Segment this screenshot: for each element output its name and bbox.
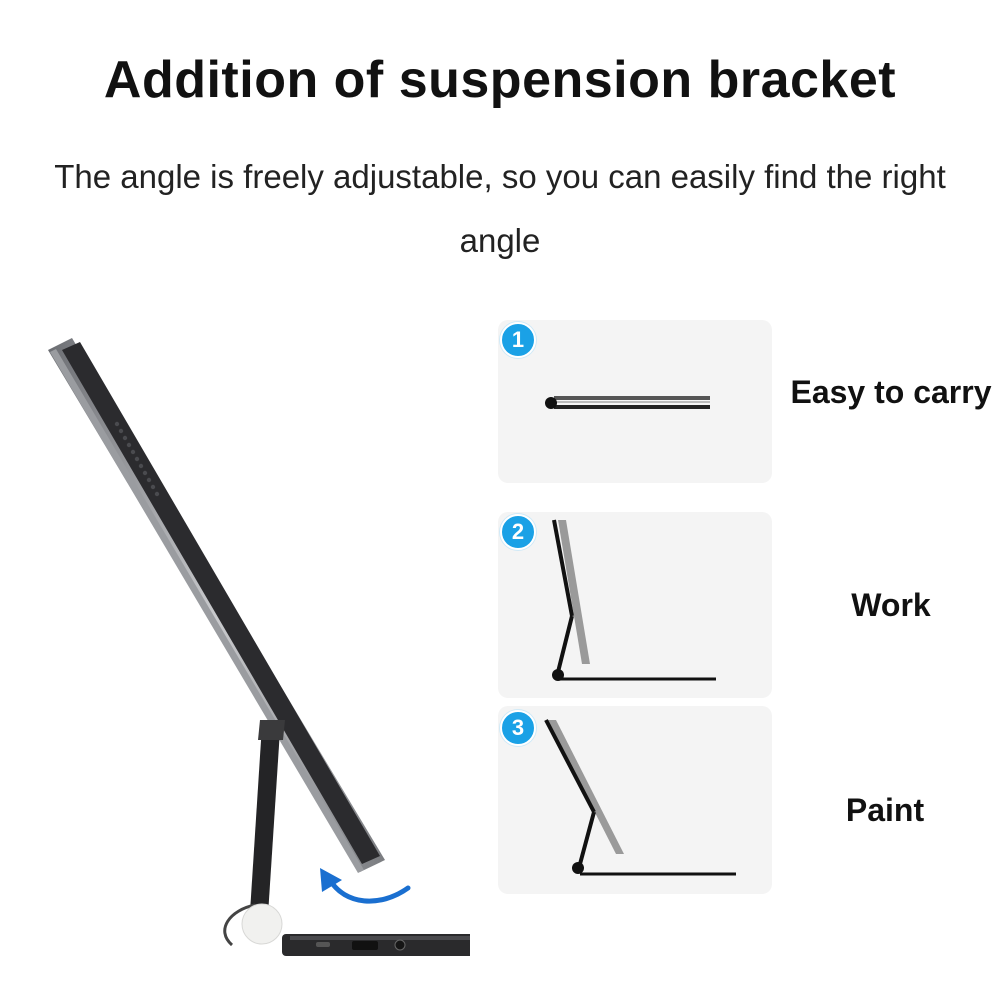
upright-stand-icon xyxy=(552,519,716,681)
bracket-arm-icon xyxy=(223,720,285,947)
step-number-badge: 1 xyxy=(500,322,536,358)
step-number-badge: 2 xyxy=(500,514,536,550)
keyboard-base-icon xyxy=(282,934,470,956)
mode-panel-paint: 3 xyxy=(498,706,772,894)
mode-label-work: Work xyxy=(851,587,931,623)
mode-panel-easy-to-carry: 1 xyxy=(498,320,772,483)
mode-label-easy-to-carry: Easy to carry xyxy=(790,374,992,410)
mode-label-paint: Paint xyxy=(845,792,925,828)
page-title: Addition of suspension bracket xyxy=(103,51,897,109)
tablet-stand-illustration xyxy=(48,338,470,956)
step-number-badge: 3 xyxy=(500,710,536,746)
tablet-icon xyxy=(48,338,385,873)
rotate-arrow-icon xyxy=(320,868,411,904)
folded-flat-icon xyxy=(545,396,710,409)
tilted-stand-icon xyxy=(544,719,736,876)
mode-panel-work: 2 xyxy=(498,512,772,698)
page-subtitle: The angle is freely adjustable, so you c… xyxy=(54,158,946,259)
